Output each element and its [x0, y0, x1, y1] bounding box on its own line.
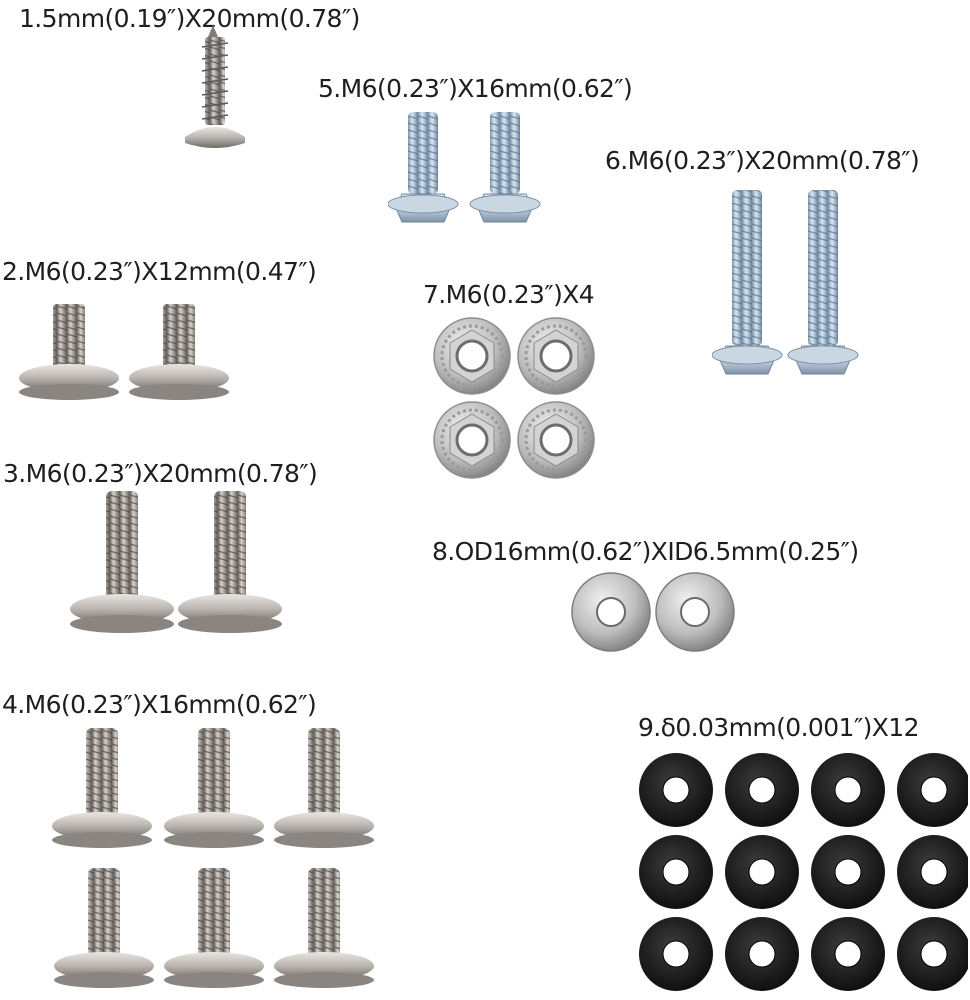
truss-screw-icon — [17, 298, 237, 408]
wood-screw-icon — [180, 25, 250, 157]
truss-screw-icon — [52, 722, 392, 992]
label-3: 3.M6(0.23″)X20mm(0.78″) — [3, 459, 318, 488]
rubber-washer-icon — [638, 752, 968, 992]
label-7: 7.M6(0.23″)X4 — [423, 280, 595, 309]
flat-washer-icon — [570, 571, 740, 655]
label-2: 2.M6(0.23″)X12mm(0.47″) — [2, 257, 317, 286]
label-1: 1.5mm(0.19″)X20mm(0.78″) — [19, 4, 360, 33]
label-5: 5.M6(0.23″)X16mm(0.62″) — [318, 74, 633, 103]
truss-screw-icon — [70, 487, 290, 642]
label-4: 4.M6(0.23″)X16mm(0.62″) — [2, 690, 317, 719]
label-9: 9.δ0.03mm(0.001″)X12 — [638, 713, 919, 742]
flange-bolt-icon — [712, 188, 862, 393]
flange-nut-icon — [432, 316, 602, 486]
label-6: 6.M6(0.23″)X20mm(0.78″) — [605, 146, 920, 175]
flange-bolt-icon — [388, 108, 548, 242]
label-8: 8.OD16mm(0.62″)XID6.5mm(0.25″) — [432, 537, 859, 566]
